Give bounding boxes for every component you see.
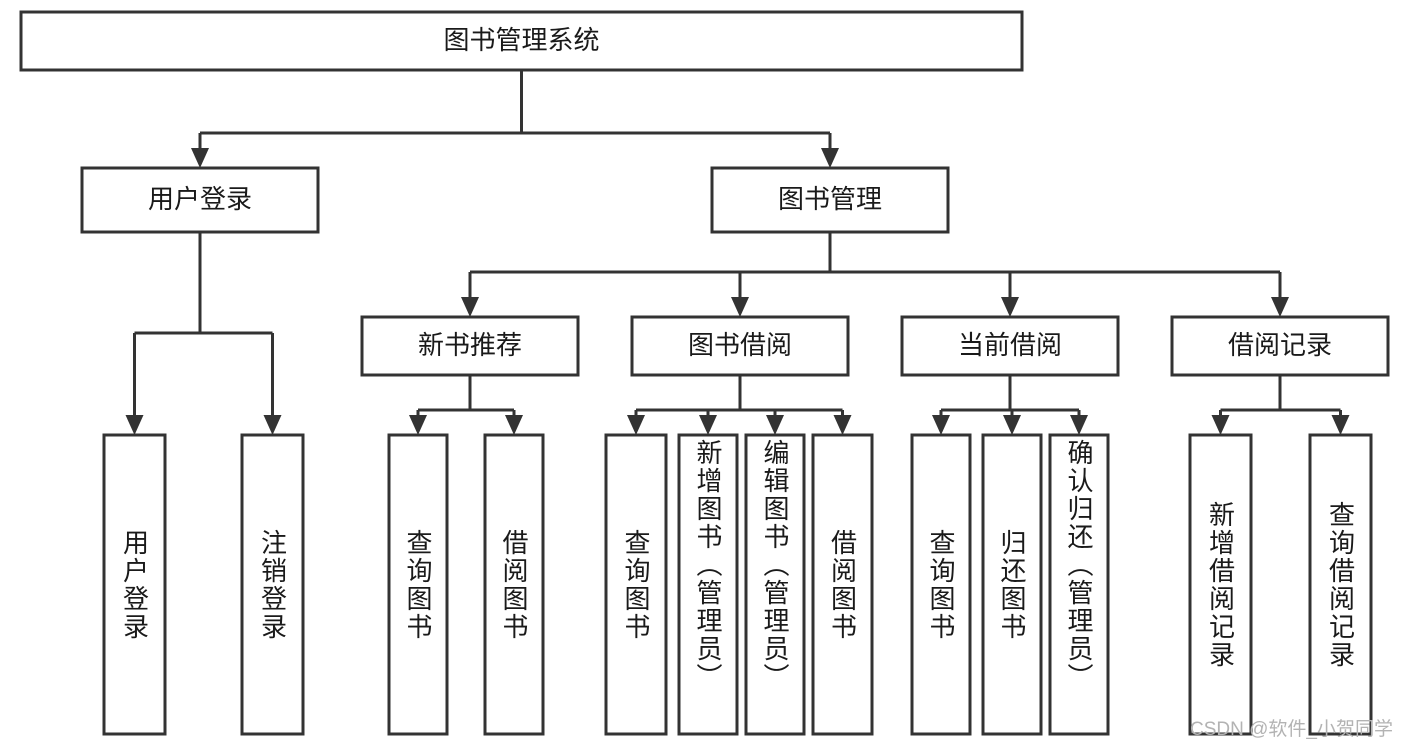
arrow-leaf-query-book-1 — [409, 415, 427, 435]
node-current-borrow-rect — [900, 315, 1120, 377]
leaf-leaf-query-record-rect — [1308, 433, 1373, 736]
arrow-leaf-confirm-return — [1070, 415, 1088, 435]
arrow-leaf-return-book — [1003, 415, 1021, 435]
arrow-leaf-edit-book — [766, 415, 784, 435]
arrow-leaf-query-record — [1331, 415, 1350, 435]
arrow-to-new-book-recommend — [461, 297, 479, 317]
arrow-leaf-add-record — [1211, 415, 1230, 435]
node-current-borrow-label: 当前借阅 — [958, 330, 1062, 360]
node-user-login-rect — [80, 166, 320, 234]
leaf-leaf-confirm-return-rect — [1048, 433, 1110, 736]
node-new-book-recommend-label: 新书推荐 — [418, 330, 522, 360]
arrow-to-current-borrow — [1001, 297, 1019, 317]
leaf-leaf-user-login-rect — [102, 433, 167, 736]
node-root-rect — [19, 10, 1024, 72]
leaf-leaf-edit-book-rect — [744, 433, 806, 736]
node-borrow-record-label: 借阅记录 — [1228, 330, 1332, 360]
node-current-borrow: 当前借阅 — [900, 315, 1120, 377]
node-borrow-record: 借阅记录 — [1170, 315, 1390, 377]
node-user-login-label: 用户登录 — [148, 184, 252, 214]
leaf-leaf-add-book-rect — [677, 433, 739, 736]
arrow-leaf-add-book — [699, 415, 717, 435]
leaf-leaf-add-record-rect — [1188, 433, 1253, 736]
node-root-label: 图书管理系统 — [443, 25, 599, 55]
node-book-manage-rect — [710, 166, 950, 234]
node-book-borrow: 图书借阅 — [630, 315, 850, 377]
node-new-book-recommend-rect — [360, 315, 580, 377]
arrow-leaf-user-login — [125, 415, 144, 435]
node-new-book-recommend: 新书推荐 — [360, 315, 580, 377]
arrow-leaf-query-book-3 — [932, 415, 950, 435]
leaf-leaf-query-book-3-rect — [910, 433, 972, 736]
leaf-leaf-logout-rect — [240, 433, 305, 736]
node-book-manage-label: 图书管理 — [778, 184, 882, 214]
node-borrow-record-rect — [1170, 315, 1390, 377]
node-book-borrow-label: 图书借阅 — [688, 330, 792, 360]
arrow-leaf-logout — [263, 415, 282, 435]
leaf-leaf-query-book-1-rect — [387, 433, 449, 736]
arrow-to-book-manage — [821, 148, 839, 168]
node-root: 图书管理系统 — [19, 10, 1024, 72]
leaf-leaf-borrow-book-1-rect — [483, 433, 545, 736]
arrow-leaf-borrow-book-2 — [833, 415, 852, 435]
arrow-to-borrow-record — [1271, 297, 1289, 317]
leaf-leaf-query-book-2-rect — [604, 433, 668, 736]
leaf-leaf-return-book-rect — [981, 433, 1043, 736]
arrow-to-user-login — [191, 148, 209, 168]
leaf-leaf-borrow-book-2-rect — [811, 433, 874, 736]
arrow-leaf-borrow-book-1 — [505, 415, 523, 435]
node-book-borrow-rect — [630, 315, 850, 377]
arrow-leaf-query-book-2 — [627, 415, 645, 435]
connectors-layer — [125, 70, 1350, 435]
node-book-manage: 图书管理 — [710, 166, 950, 234]
node-user-login: 用户登录 — [80, 166, 320, 234]
arrow-to-book-borrow — [731, 297, 749, 317]
